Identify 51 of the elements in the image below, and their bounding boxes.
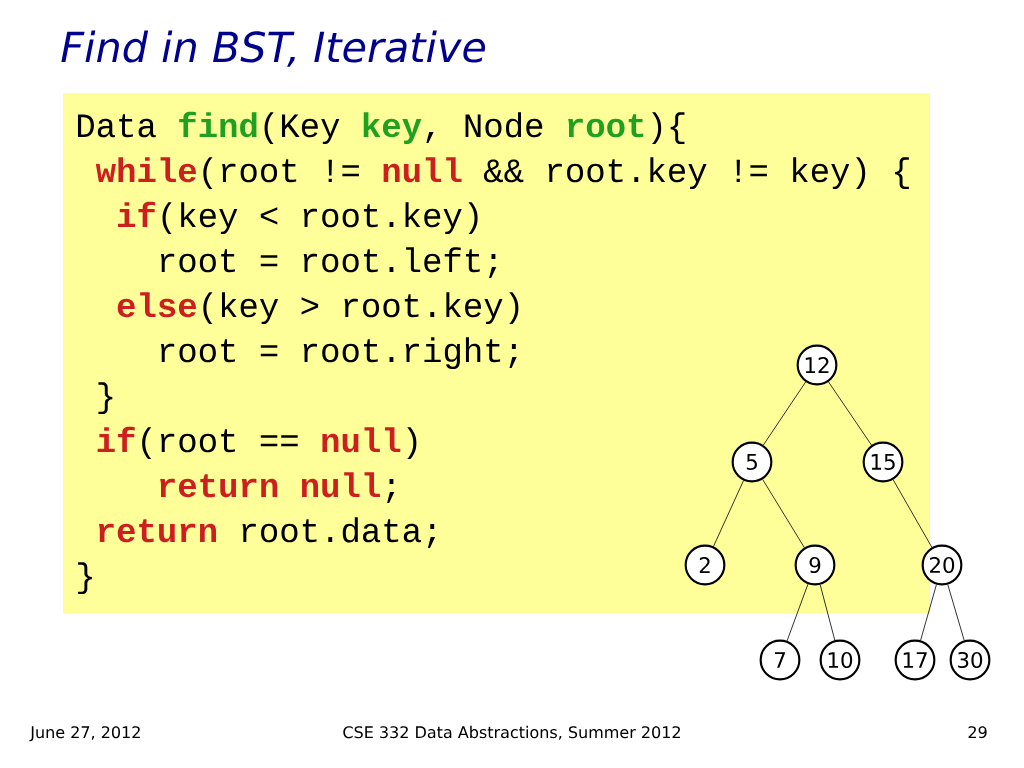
code-keyword: null [301, 472, 380, 498]
code-keyword: null [322, 427, 401, 453]
code-keyword: while [95, 157, 196, 183]
tree-node: 15 [862, 441, 904, 483]
code-text: ) [407, 427, 417, 460]
footer-date: June 27, 2012 [29, 726, 140, 742]
slide-title: Find in BST, Iterative [61, 30, 486, 67]
code-keyword: find [179, 111, 257, 138]
code-text: , Node [426, 112, 543, 144]
code-text: (key > root.key) [203, 292, 519, 325]
tree-node: 20 [921, 544, 963, 586]
tree-node: 2 [684, 544, 726, 586]
tree-node: 7 [759, 639, 801, 681]
code-text: (key < root.key) [162, 202, 478, 235]
code-text: root = root.left; [160, 247, 497, 279]
code-text: root.data; [242, 517, 436, 549]
code-text: ){ [652, 112, 685, 145]
code-keyword: return [98, 519, 216, 543]
code-text: (root != [203, 157, 359, 190]
code-keyword: null [383, 157, 462, 183]
code-text: } [78, 562, 92, 595]
code-text: root = root.right; [160, 337, 517, 370]
code-text: } [98, 382, 113, 415]
tree-edge [828, 381, 872, 446]
code-keyword: key [363, 112, 422, 145]
tree-node: 12 [796, 344, 838, 386]
tree-node: 10 [819, 639, 861, 681]
tree-node: 17 [894, 639, 936, 681]
code-keyword: else [117, 292, 196, 318]
footer-text: CSE 332 Data Abstractions, Summer 2012 [343, 725, 680, 740]
tree-edge [713, 480, 744, 547]
tree-edge [762, 381, 807, 446]
tree-edge [819, 584, 836, 641]
tree-node: 30 [949, 639, 991, 681]
code-text: Data [77, 114, 156, 138]
code-text: (root == [142, 427, 298, 460]
code-keyword: if [97, 426, 135, 452]
code-keyword: return [160, 474, 278, 498]
code-text: ; [387, 479, 395, 504]
tree-edge [786, 583, 809, 642]
page-number: 29 [968, 726, 987, 739]
tree-edge [920, 584, 937, 641]
code-keyword: root [568, 114, 644, 138]
code-text: && root.key != key) { [484, 157, 909, 190]
tree-edge [947, 584, 965, 641]
tree-edge [892, 479, 933, 548]
tree-node: 9 [794, 544, 836, 586]
tree-node: 5 [731, 441, 773, 483]
tree-edge [762, 479, 805, 548]
code-text: (Key [264, 112, 340, 145]
code-keyword: if [118, 201, 156, 227]
